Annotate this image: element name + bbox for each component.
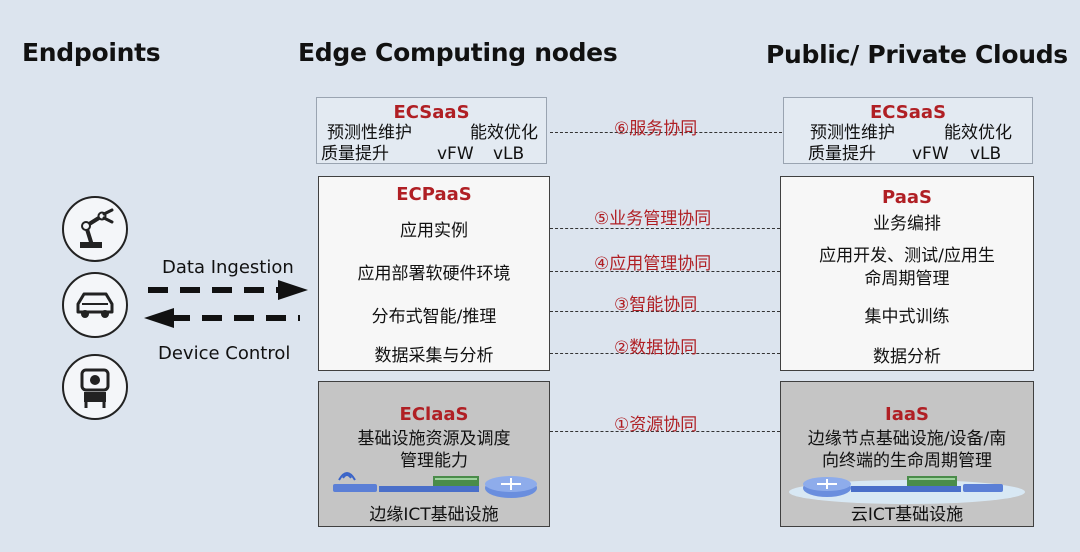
cloud-iaas-line: 向终端的生命周期管理 (822, 451, 992, 471)
edge-paas-item: 数据采集与分析 (374, 346, 494, 366)
cloud-saas-item: vLB (970, 144, 1002, 164)
edge-network-illustration (333, 472, 537, 498)
cloud-paas-item: 集中式训练 (864, 307, 950, 327)
intelligence-collab-label: ③智能协同 (614, 295, 698, 315)
resource-collab-label: ①资源协同 (614, 415, 698, 435)
data-ingestion-label: Data Ingestion (162, 257, 294, 278)
edge-iaas-line: 管理能力 (400, 451, 468, 471)
edge-iaas-line: 基础设施资源及调度 (357, 429, 511, 449)
cloud-iaas-title: IaaS (885, 404, 929, 425)
cloud-saas-box: ECSaaS 预测性维护 能效优化 质量提升 vFW vLB (783, 97, 1033, 164)
edge-saas-item: vLB (493, 144, 525, 164)
cloud-iaas-line: 边缘节点基础设施/设备/南 (807, 429, 1007, 449)
edge-saas-item: 预测性维护 (327, 123, 412, 143)
cloud-paas-box: PaaS 业务编排 应用开发、测试/应用生 命周期管理 集中式训练 数据分析 (780, 176, 1034, 371)
cloud-iaas-footer: 云ICT基础设施 (850, 505, 964, 525)
endpoints-header: Endpoints (22, 38, 161, 67)
ingestion-arrowhead (278, 280, 308, 300)
edge-saas-box: ECSaaS 预测性维护 能效优化 质量提升 vFW vLB (316, 97, 547, 164)
data-collab-line (550, 353, 780, 354)
cloud-paas-item: 数据分析 (873, 347, 941, 367)
car-icon (62, 272, 128, 338)
edge-paas-title: ECPaaS (396, 184, 472, 205)
cloud-saas-item: 预测性维护 (810, 123, 895, 143)
edge-paas-item: 分布式智能/推理 (371, 307, 497, 327)
business-collab-label: ⑤业务管理协同 (594, 209, 712, 229)
data-collab-label: ②数据协同 (614, 338, 698, 358)
control-arrowhead (144, 308, 174, 328)
cloud-network-illustration (789, 476, 1025, 504)
flow-arrows (144, 280, 308, 328)
cloud-paas-item: 命周期管理 (864, 269, 950, 289)
edge-saas-item: vFW (437, 144, 474, 164)
intelligence-collab-line (550, 311, 780, 312)
robot-arm-icon (62, 196, 128, 262)
cloud-saas-item: 能效优化 (944, 123, 1012, 143)
edge-paas-item: 应用实例 (400, 221, 468, 241)
cloud-saas-item: vFW (912, 144, 949, 164)
edge-iaas-footer: 边缘ICT基础设施 (369, 505, 499, 525)
edge-saas-item: 能效优化 (470, 123, 538, 143)
cloud-saas-item: 质量提升 (808, 144, 876, 164)
robot-icon (62, 354, 128, 420)
service-collab-line (550, 132, 782, 133)
edge-paas-box: ECPaaS 应用实例 应用部署软硬件环境 分布式智能/推理 数据采集与分析 (318, 176, 550, 371)
resource-collab-line (550, 431, 780, 432)
cloud-header: Public/ Private Clouds (766, 40, 1068, 69)
edge-iaas-title: EClaaS (399, 404, 469, 425)
service-collab-label: ⑥服务协同 (614, 119, 698, 139)
edge-saas-title: ECSaaS (393, 102, 470, 123)
cloud-paas-item: 应用开发、测试/应用生 (819, 246, 995, 266)
cloud-saas-title: ECSaaS (869, 102, 947, 123)
cloud-iaas-box: IaaS 边缘节点基础设施/设备/南 向终端的生命周期管理 云ICT基础设施 (780, 381, 1034, 527)
cloud-paas-title: PaaS (882, 187, 932, 208)
edge-header: Edge Computing nodes (298, 38, 618, 67)
business-collab-line (550, 228, 780, 229)
cloud-paas-item: 业务编排 (873, 214, 941, 234)
edge-iaas-box: EClaaS 基础设施资源及调度 管理能力 边缘ICT基础设施 (318, 381, 550, 527)
device-control-label: Device Control (158, 343, 291, 364)
edge-paas-item: 应用部署软硬件环境 (357, 264, 511, 284)
application-collab-line (550, 271, 780, 272)
application-collab-label: ④应用管理协同 (594, 254, 712, 274)
edge-saas-item: 质量提升 (321, 144, 389, 164)
